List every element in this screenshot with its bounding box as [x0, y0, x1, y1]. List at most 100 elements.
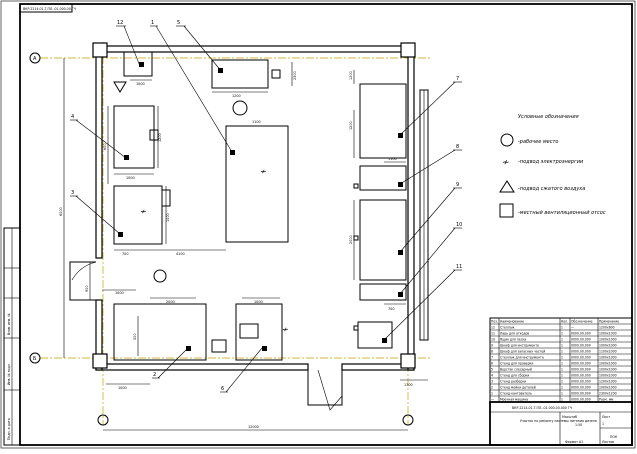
power-symbol: ≁	[260, 167, 267, 176]
spec-cell: 1	[561, 362, 563, 366]
spec-cell: Стенд разборки	[500, 380, 526, 384]
legend-item: -подвод электроэнергии	[518, 159, 584, 165]
spec-cell: Стенд для проверки	[500, 362, 533, 366]
spec-cell: Стенд для сборки	[500, 374, 529, 378]
left-door	[69, 261, 96, 301]
power-symbol: ≁	[502, 158, 510, 168]
callout-label: 12	[117, 20, 123, 26]
spec-cell: 1	[561, 338, 563, 342]
spec-cell: Стеллаж	[500, 326, 515, 330]
equipment: ≁ ≁ ≁	[113, 51, 407, 361]
spec-cell: 0000.00.000	[571, 398, 591, 402]
equip-9	[359, 199, 407, 281]
spec-header-cell: Примечание	[599, 320, 619, 324]
spec-cell: 1	[561, 356, 563, 360]
callout-label: 3	[71, 190, 74, 196]
callout-label: 11	[456, 264, 462, 270]
equip-2	[235, 303, 283, 361]
callout-label: 8	[456, 144, 459, 150]
spec-header-cell: Наименование	[500, 320, 524, 324]
dim-label: 1000	[126, 176, 135, 180]
inner-frame	[19, 3, 633, 446]
spec-cell: 1	[561, 386, 563, 390]
spec-cell: Стенд мойки деталей	[500, 386, 536, 390]
spec-header-cell: Кол.	[561, 320, 568, 324]
callout-label: 7	[456, 76, 459, 82]
spec-cell: 8	[491, 350, 493, 354]
legend: Условные обозначения -рабочее место ≁ -п…	[499, 114, 606, 218]
side-text-1: Подп. и дата	[7, 418, 11, 440]
legend-item: -рабочее место	[518, 139, 558, 145]
equip-7	[359, 83, 407, 159]
spec-cell: 10	[491, 338, 495, 342]
spec-cell: 0000.00.000	[571, 386, 591, 390]
scale-value: 1:50	[575, 423, 582, 427]
legend-title: Условные обозначения	[518, 114, 579, 120]
dim-label: 12000	[248, 425, 259, 429]
spec-cell: 3	[491, 380, 493, 384]
spec-cell: 0000.00.000	[571, 338, 591, 342]
spec-cell: 5	[491, 368, 493, 372]
workplace-symbol	[153, 269, 167, 283]
spec-cell: 1000x1000	[599, 344, 617, 348]
callout-label: 9	[456, 182, 459, 188]
axis-bubble-2	[402, 414, 414, 426]
power-symbol: ≁	[282, 325, 289, 334]
spec-cell: 9	[491, 344, 493, 348]
spec-cell: 1	[561, 392, 563, 396]
spec-header-cell: Обозначение	[571, 320, 593, 324]
left-side-strip: Подп. и дата Инв. № подл. Взам. инв. №	[3, 227, 21, 446]
sheets-label: Листов	[602, 440, 614, 444]
spec-cell: —	[571, 326, 574, 330]
callouts: 12 5 1 4 3 7 8 9 10 11 2 6	[70, 20, 462, 393]
spec-cell: 1	[561, 332, 563, 336]
axis-label-b: Б	[33, 356, 37, 362]
dim-label: 1000	[118, 386, 127, 390]
spec-cell: 0000.00.000	[571, 368, 591, 372]
spec-cell: 1	[491, 392, 493, 396]
spec-cell: —	[491, 398, 494, 402]
column	[92, 42, 108, 58]
dim-label: 2300	[293, 71, 297, 80]
callout-label: 10	[456, 222, 462, 228]
dim-label: 1100	[388, 157, 397, 161]
dim-label: 1200	[349, 71, 353, 80]
dim-label: 1000	[136, 82, 145, 86]
callout-label: 1	[151, 20, 154, 26]
spec-cell: 1	[561, 398, 563, 402]
equip-11	[357, 321, 393, 349]
equip-10	[359, 283, 407, 301]
dim-label: 1200	[349, 121, 353, 130]
spec-cell: 0000.00.000	[571, 380, 591, 384]
spec-cell: 1000x1000	[599, 386, 617, 390]
sheet-label: Лист	[602, 415, 610, 419]
format-label: Формат А1	[565, 440, 583, 444]
legend-item: -подвод сжатого воздуха	[518, 186, 585, 192]
dim-label: 1100	[252, 120, 261, 124]
axis-bubble-a	[29, 52, 41, 64]
spec-cell: 0000.00.000	[571, 362, 591, 366]
callout-label: 6	[221, 386, 224, 392]
spec-cell: 1000x1000	[599, 368, 617, 372]
spec-cell: Разм. мм	[599, 398, 614, 402]
spec-cell: 7	[491, 356, 493, 360]
spec-cell: 1000x1000	[599, 374, 617, 378]
power-symbol: ≁	[140, 207, 147, 216]
equip-8	[359, 165, 407, 191]
callout-label: 4	[71, 114, 74, 120]
spec-cell: 1000x1000	[599, 356, 617, 360]
spec-cell: 1200x1000	[599, 380, 617, 384]
side-text-3: Взам. инв. №	[7, 313, 11, 335]
spec-cell: 1	[561, 344, 563, 348]
dim-label: 1200	[158, 133, 162, 142]
spec-cell: 12	[491, 326, 495, 330]
dim-label: 4100	[176, 252, 185, 256]
dim-label: 700	[388, 307, 394, 311]
spec-cell: 0000.00.000	[571, 344, 591, 348]
spec-cell: Стенд-кантователь	[500, 392, 532, 396]
dim-label: 1000	[254, 300, 263, 304]
bottom-door	[307, 370, 343, 406]
spec-cell: Верстак слесарный	[500, 368, 532, 372]
